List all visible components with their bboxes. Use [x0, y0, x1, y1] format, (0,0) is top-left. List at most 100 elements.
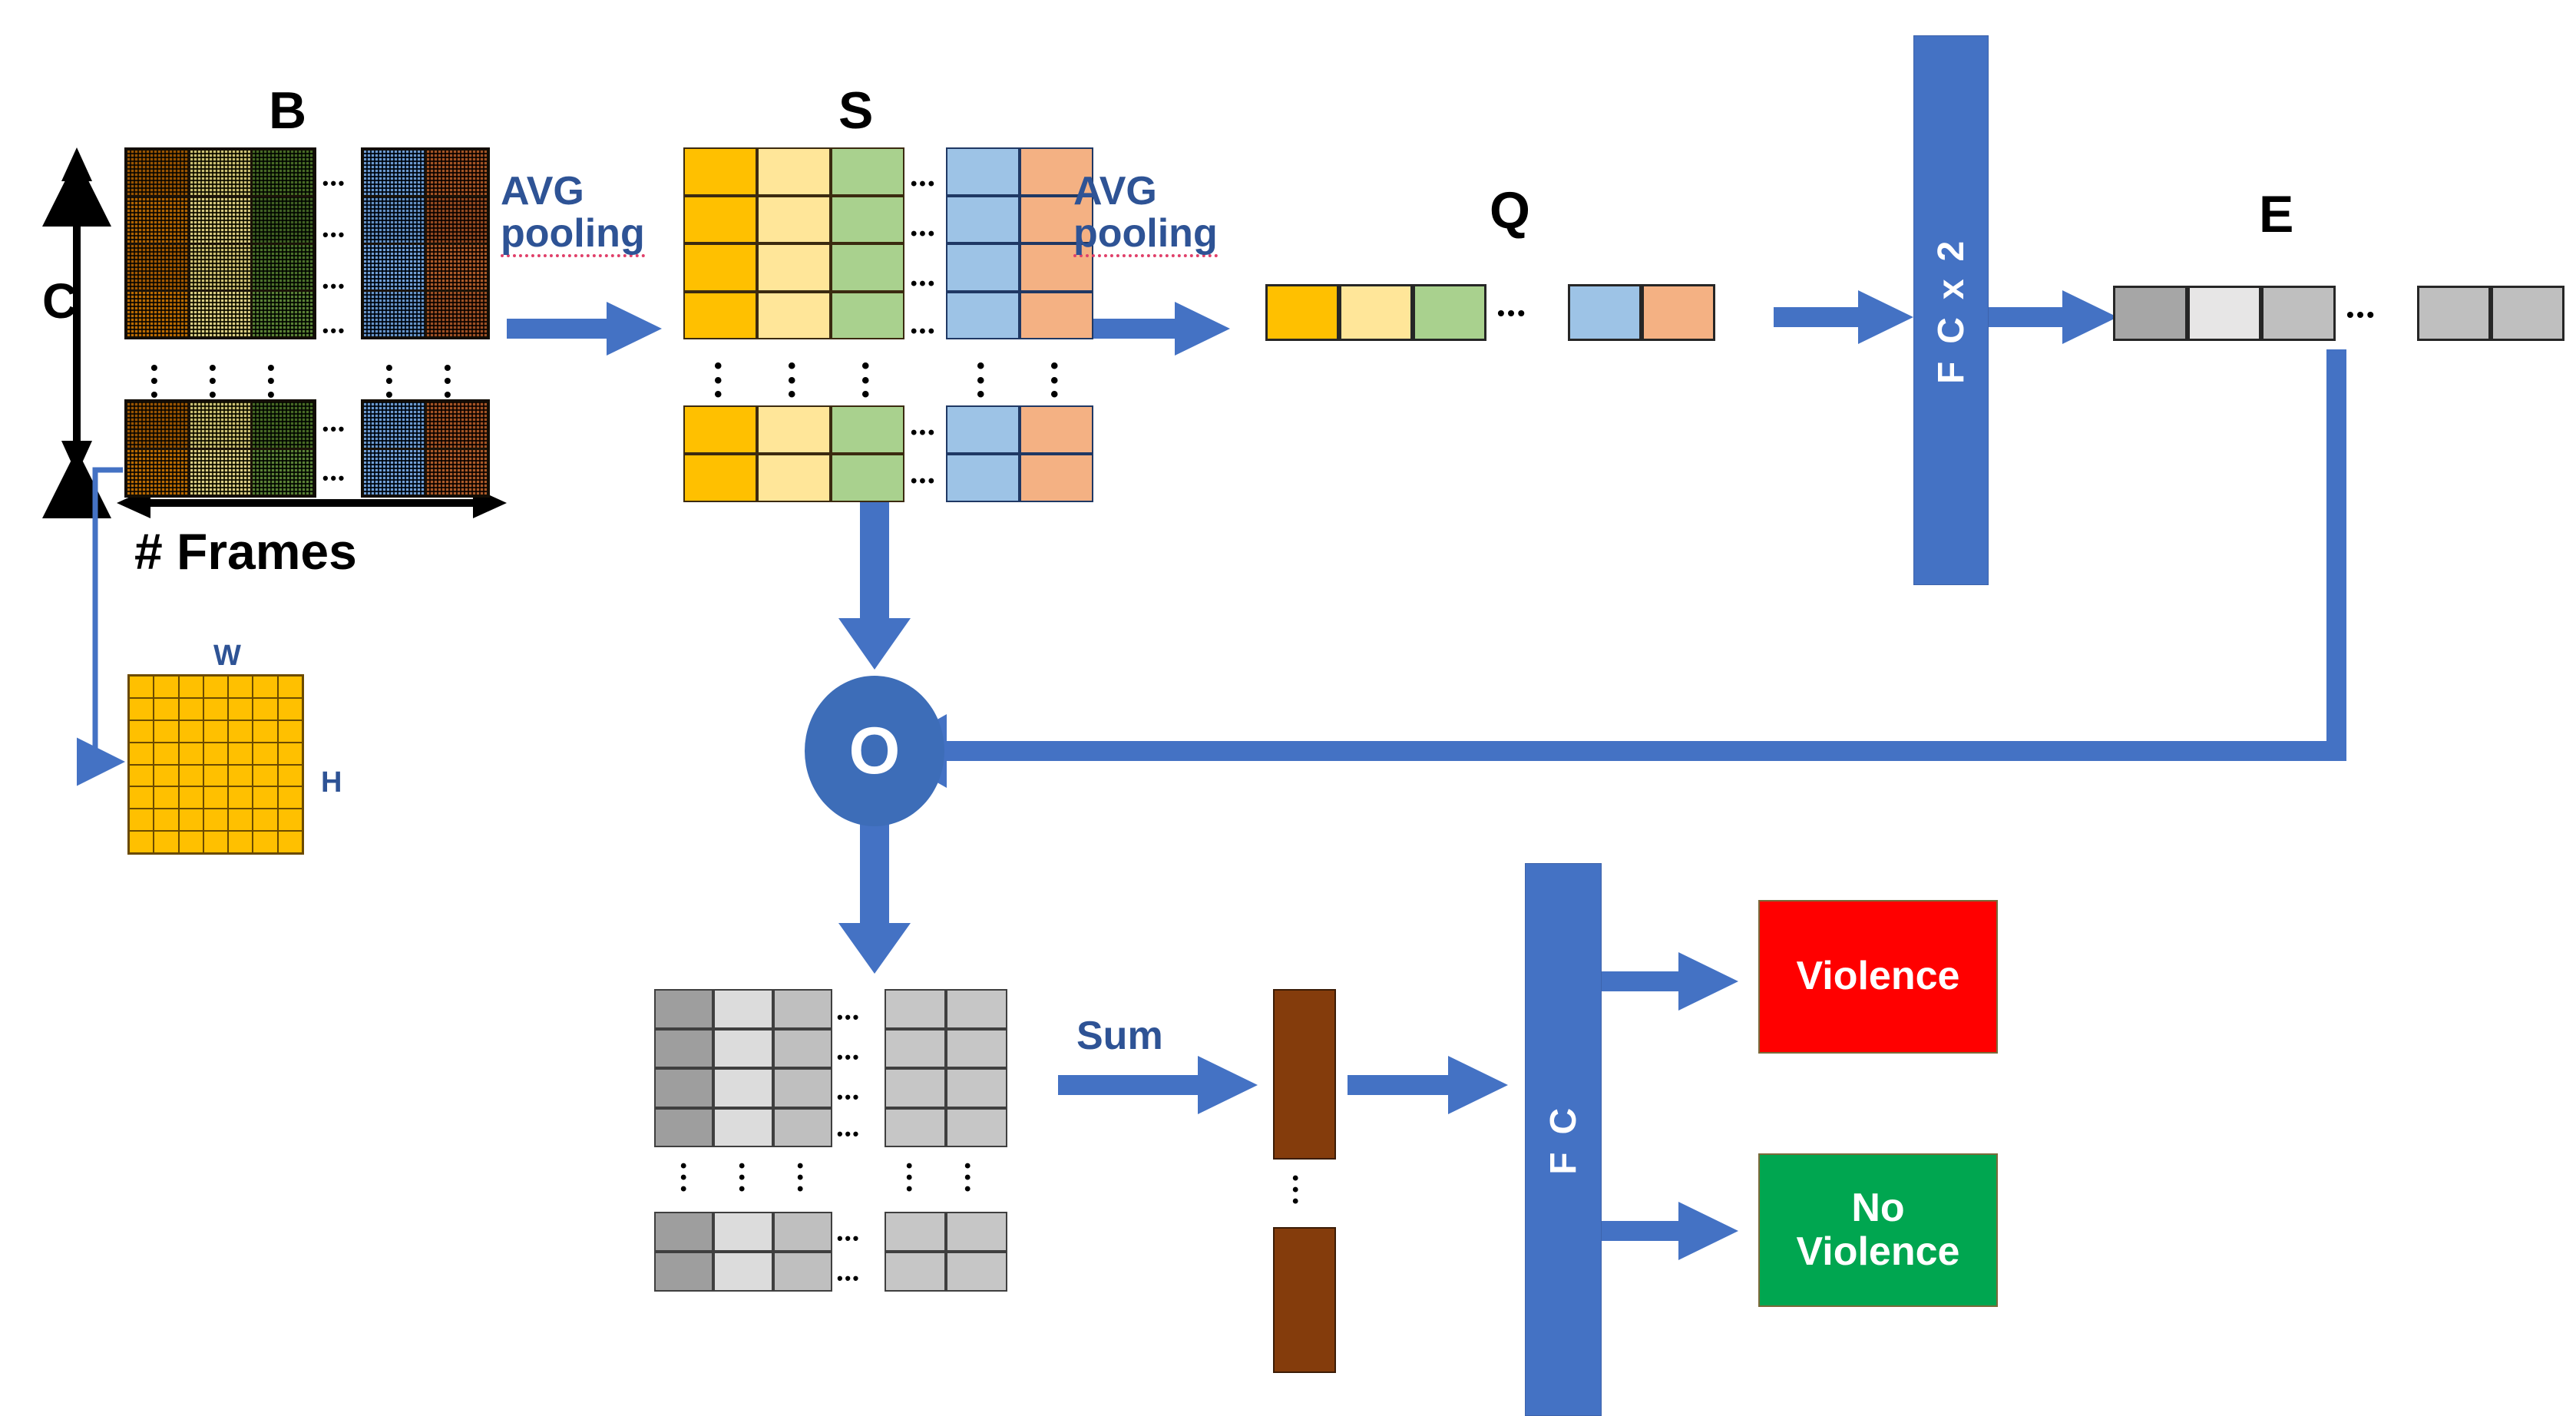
s-vdots-4: • • • — [977, 353, 985, 408]
matrix-s-block-4 — [946, 405, 1093, 502]
s-cell — [1020, 405, 1093, 454]
s-cell — [946, 291, 1020, 339]
s-cell — [757, 454, 831, 502]
s-vdots-5: • • • — [1050, 353, 1059, 408]
b-cell — [127, 151, 188, 196]
operator-o-circle: O — [805, 676, 944, 826]
e-cell — [2417, 286, 2491, 341]
s-cell — [946, 454, 1020, 502]
s-cell — [683, 195, 757, 243]
s-cell — [757, 147, 831, 196]
s-cell — [757, 405, 831, 454]
b-cell — [426, 244, 487, 289]
b-cell — [253, 197, 313, 243]
output-no-violence-box[interactable]: No Violence — [1758, 1153, 1998, 1307]
output-violence-box[interactable]: Violence — [1758, 900, 1998, 1054]
s-cell — [1020, 147, 1093, 196]
s-cell — [831, 454, 904, 502]
s-cell — [683, 243, 757, 292]
q-dots: ••• — [1497, 301, 1528, 325]
q-cell — [1568, 284, 1642, 341]
vector-sum-segment-1 — [1273, 989, 1336, 1160]
s-vdots-3: • • • — [861, 353, 870, 408]
matrix-s-block-1 — [683, 147, 904, 339]
b-cell — [426, 197, 487, 243]
g-cell — [946, 1212, 1007, 1252]
s-cell — [683, 147, 757, 196]
q-cell — [1339, 284, 1413, 341]
s-cell — [946, 405, 1020, 454]
s-dots-1: ••• — [911, 174, 937, 194]
g-cell — [946, 1252, 1007, 1292]
g-cell — [654, 1212, 714, 1252]
g-cell — [946, 1028, 1007, 1068]
g-cell — [946, 1107, 1007, 1147]
arrow-fc-to-violence — [1601, 952, 1738, 1011]
fc-x2-block[interactable]: F C x 2 — [1913, 35, 1989, 585]
s-cell — [683, 405, 757, 454]
b-cell — [364, 151, 425, 196]
arrow-o-to-gray — [838, 818, 911, 974]
g-cell — [654, 1028, 714, 1068]
vector-q-part-1 — [1265, 284, 1486, 341]
matrix-g-block-3 — [654, 1212, 832, 1292]
b-cell — [426, 151, 487, 196]
b-cell — [426, 291, 487, 336]
b-cell — [127, 291, 188, 336]
g-vdots-3: • • • — [797, 1156, 804, 1199]
s-cell — [757, 291, 831, 339]
s-cell — [946, 147, 1020, 196]
s-cell — [1020, 243, 1093, 292]
g-cell — [885, 1107, 946, 1147]
g-cell — [885, 989, 946, 1029]
g-cell — [885, 1028, 946, 1068]
g-cell — [885, 1212, 946, 1252]
b-vdots-3: • • • — [267, 356, 275, 406]
label-frames: # Frames — [134, 523, 357, 580]
s-cell — [831, 291, 904, 339]
fc-block[interactable]: F C — [1525, 863, 1602, 1416]
fc-label: F C — [1543, 1104, 1584, 1175]
label-avg-pooling-2: AVG pooling — [1073, 170, 1218, 258]
g-cell — [713, 1068, 773, 1108]
g-cell — [713, 1252, 773, 1292]
output-violence-label: Violence — [1796, 954, 1960, 999]
output-no-violence-label-line2: Violence — [1796, 1229, 1960, 1274]
b-cell — [127, 402, 188, 448]
output-no-violence-label-line1: No — [1851, 1185, 1905, 1230]
s-cell — [757, 195, 831, 243]
g-cell — [713, 1028, 773, 1068]
g-cell — [654, 1107, 714, 1147]
s-cell — [683, 454, 757, 502]
s-dots-3: ••• — [911, 273, 937, 294]
label-b: B — [269, 81, 307, 140]
label-h: H — [321, 766, 342, 799]
b-dots-right-3: ••• — [322, 276, 347, 296]
b-cell — [190, 402, 251, 448]
b-cell — [190, 197, 251, 243]
tensor-b-block-3 — [124, 399, 316, 498]
b-vdots-5: • • • — [444, 356, 451, 406]
g-dots-6: ••• — [837, 1269, 861, 1288]
g-cell — [654, 1068, 714, 1108]
arrow-s-to-o — [838, 480, 911, 670]
g-cell — [885, 1068, 946, 1108]
b-cell — [364, 244, 425, 289]
b-cell — [364, 402, 425, 448]
e-cell — [2187, 286, 2262, 341]
b-dots-bottom-2: ••• — [322, 468, 347, 488]
g-cell — [772, 1068, 832, 1108]
tensor-b-block-4 — [361, 399, 490, 498]
g-cell — [713, 989, 773, 1029]
vector-e-part-1 — [2113, 286, 2336, 341]
g-vdots-5: • • • — [964, 1156, 971, 1199]
arrow-vec-to-fc — [1348, 1056, 1508, 1114]
g-cell — [772, 1212, 832, 1252]
b-cell — [253, 449, 313, 495]
s-dots-6: ••• — [911, 471, 937, 491]
operator-o-label: O — [848, 713, 901, 788]
b-vdots-1: • • • — [150, 356, 158, 406]
b-vdots-4: • • • — [385, 356, 393, 406]
s-dots-5: ••• — [911, 422, 937, 443]
